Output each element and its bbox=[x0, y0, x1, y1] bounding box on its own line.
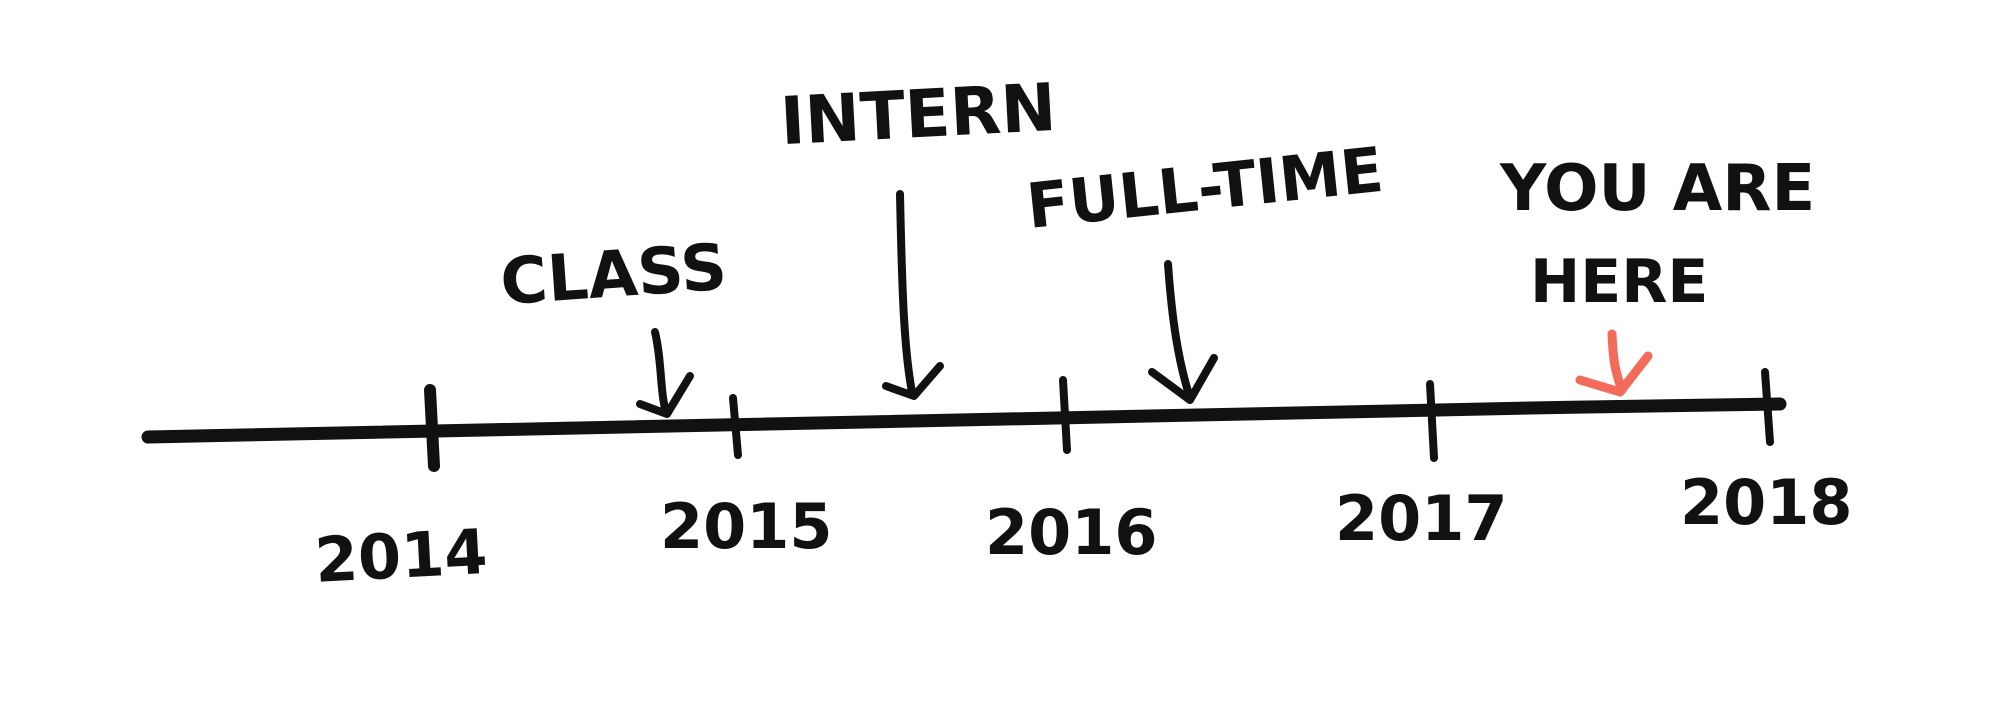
marker-arrowhead bbox=[1575, 351, 1653, 397]
year-label-2014: 2014 bbox=[313, 515, 489, 597]
event-arrow-class bbox=[651, 328, 670, 416]
year-label-2018: 2018 bbox=[1680, 466, 1853, 539]
event-arrow-full-time bbox=[1164, 260, 1194, 402]
tick-2014 bbox=[424, 384, 440, 472]
year-label-2017: 2017 bbox=[1335, 482, 1508, 555]
event-label-intern: INTERN bbox=[778, 69, 1058, 160]
timeline-axis bbox=[141, 397, 1787, 444]
tick-2018 bbox=[1761, 368, 1774, 446]
marker-label-you-are: YOU ARE bbox=[1499, 152, 1815, 226]
event-label-full-time: FULL-TIME bbox=[1023, 133, 1386, 243]
tick-2017 bbox=[1426, 380, 1438, 462]
tick-2016 bbox=[1059, 376, 1071, 454]
arrowhead-class bbox=[636, 372, 694, 418]
marker-arrow bbox=[1607, 329, 1627, 395]
event-label-class: CLASS bbox=[498, 231, 729, 321]
marker-label-here: HERE bbox=[1530, 247, 1708, 317]
year-label-2016: 2016 bbox=[985, 496, 1158, 569]
arrowhead-full-time bbox=[1148, 354, 1218, 404]
tick-2015 bbox=[729, 394, 742, 459]
event-arrow-intern bbox=[896, 190, 916, 396]
arrowhead-intern bbox=[882, 362, 944, 400]
year-label-2015: 2015 bbox=[660, 490, 833, 563]
